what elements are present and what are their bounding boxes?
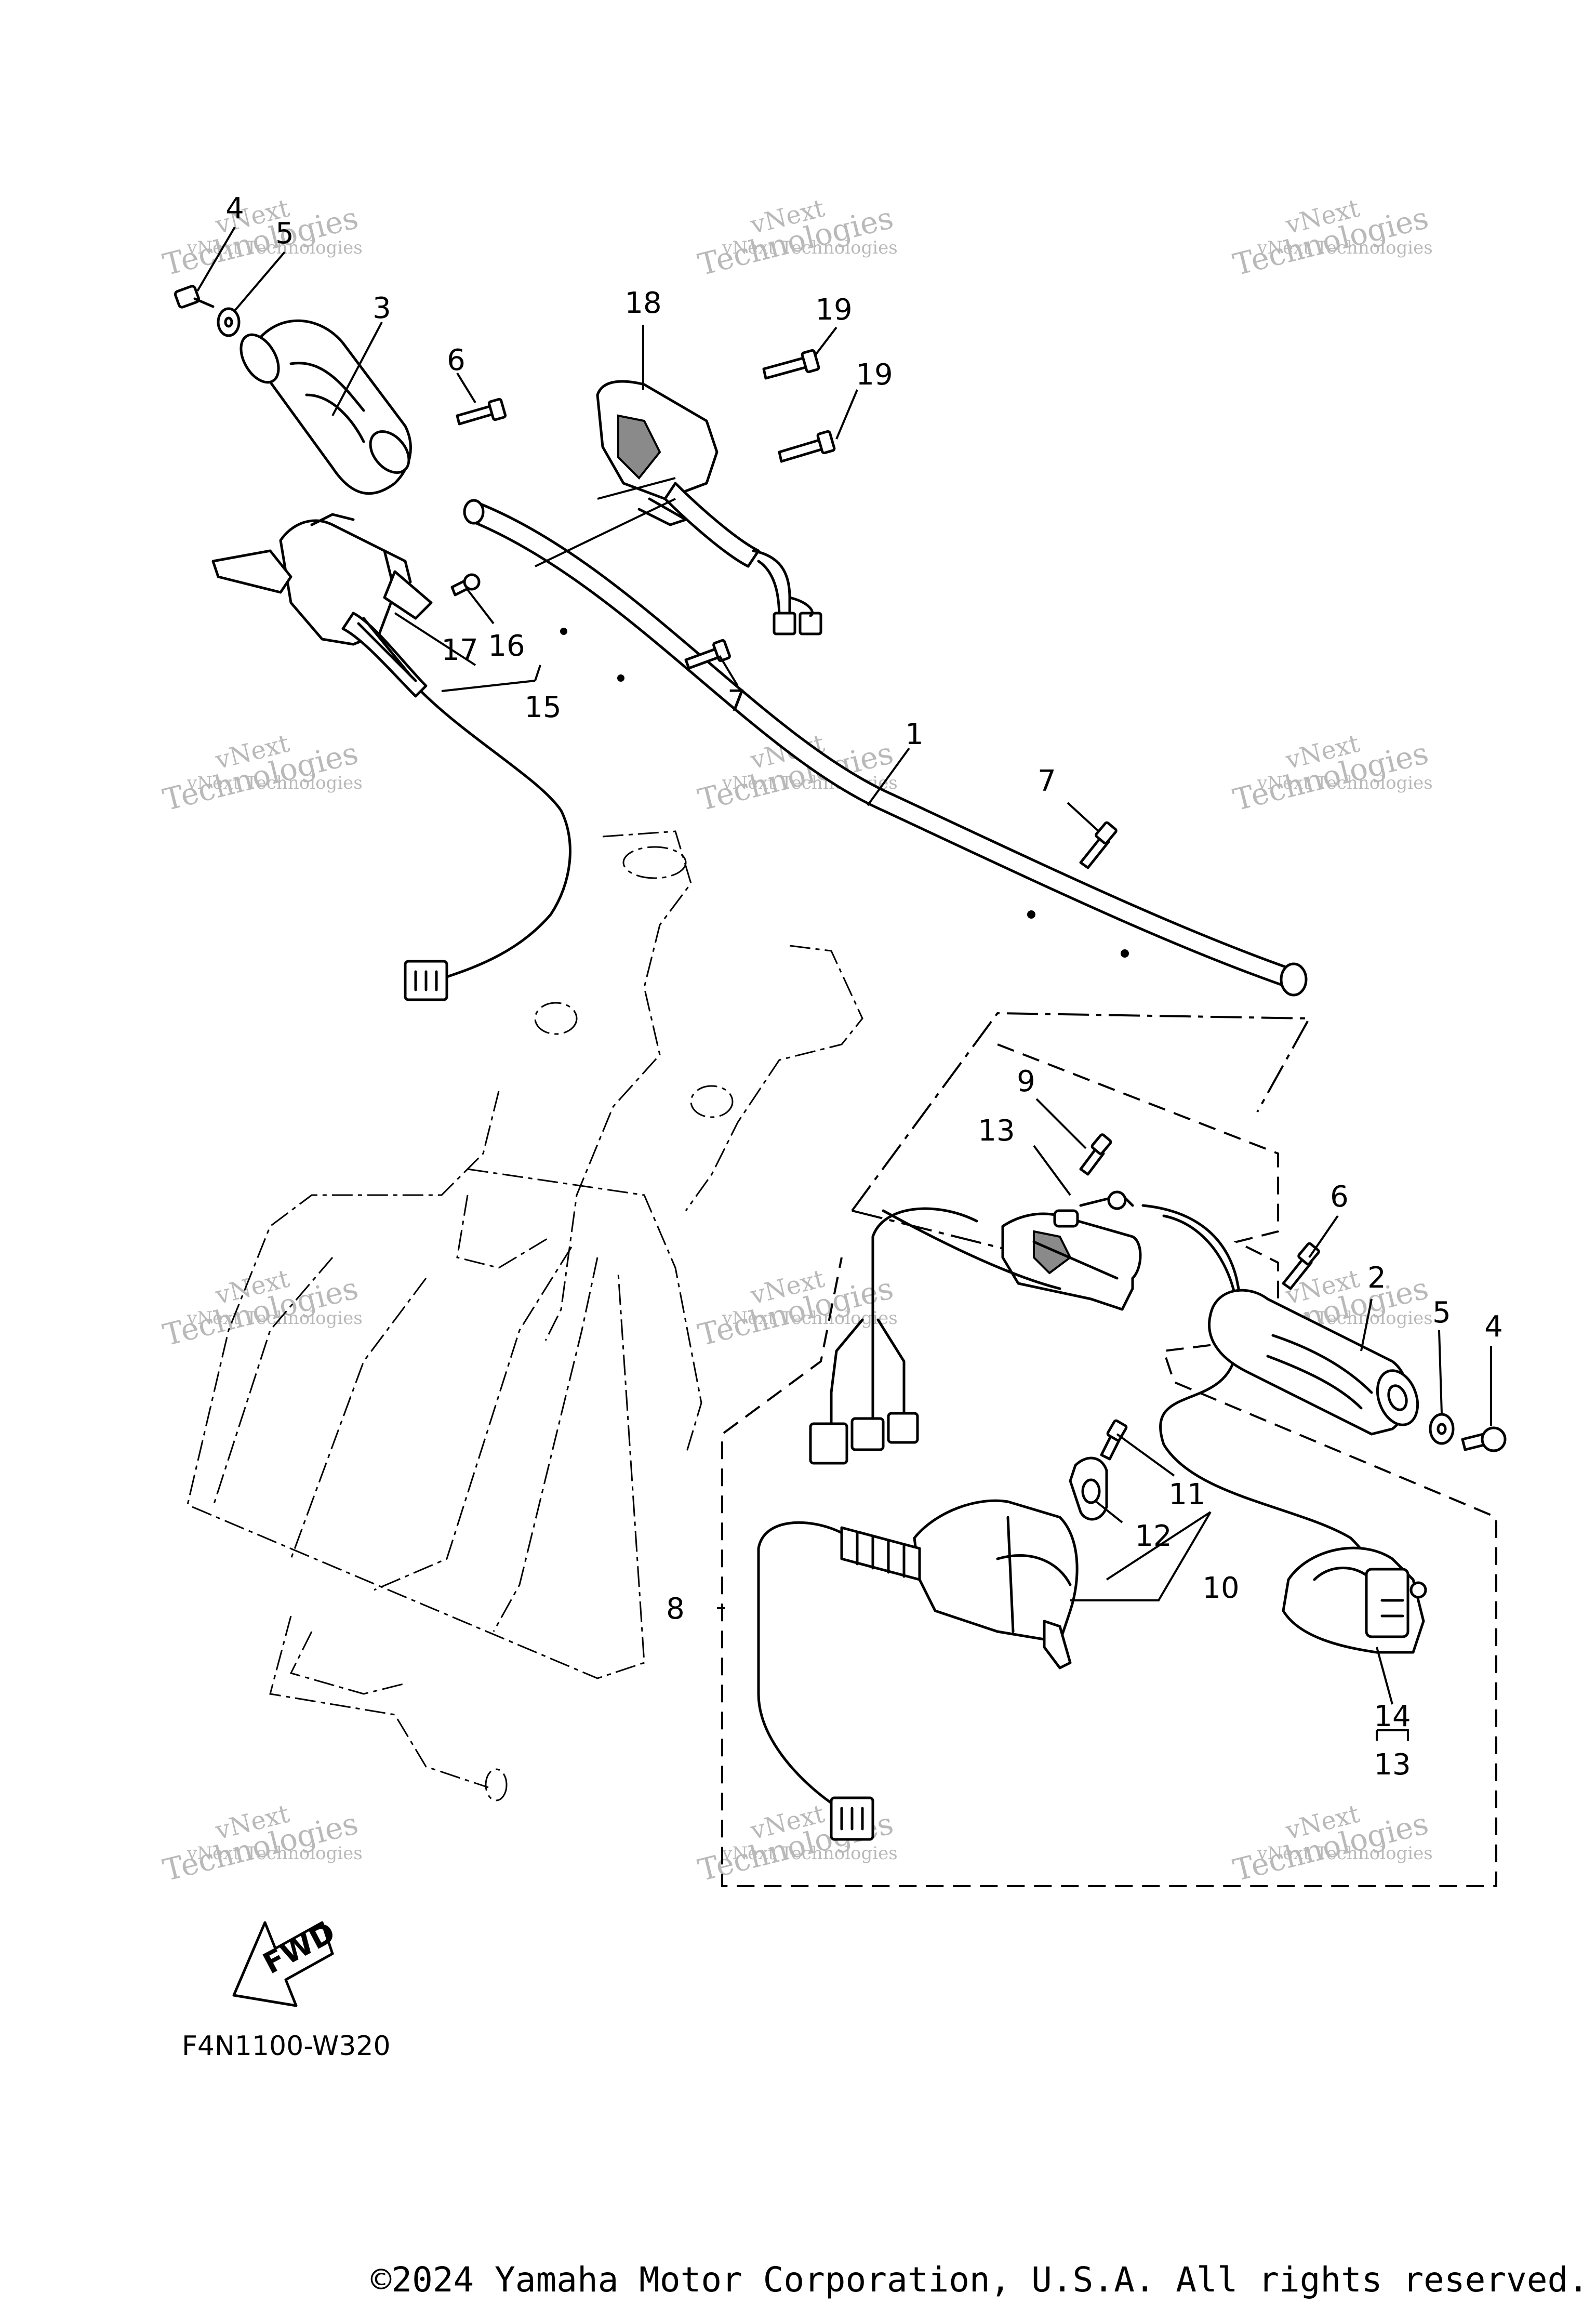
- handlebar: [463, 499, 1308, 997]
- callout-2: 2: [1367, 1261, 1386, 1295]
- right-grip: [1208, 1289, 1419, 1436]
- svg-text:vNext Technologies: vNext Technologies: [722, 1843, 898, 1864]
- watermark: vNext vNext Technologies Technologies: [695, 193, 898, 282]
- callout-3: 3: [373, 291, 391, 325]
- callout-1: 1: [905, 718, 924, 751]
- svg-text:vNext Technologies: vNext Technologies: [187, 773, 363, 793]
- throttle-lever-unit: [211, 513, 571, 1001]
- watermark: vNext vNext Technologies Technologies: [1230, 193, 1433, 282]
- callout-14: 14: [1374, 1700, 1411, 1733]
- svg-text:vNext Technologies: vNext Technologies: [1257, 773, 1433, 793]
- right-switch-assembly: [809, 1190, 1248, 1465]
- callout-19: 19: [856, 358, 893, 392]
- steering-column-ghost: [186, 830, 863, 1801]
- callout-13: 13: [1374, 1748, 1411, 1782]
- callout-19: 19: [815, 293, 852, 327]
- figure-code: F4N1100-W320: [182, 2031, 391, 2062]
- clamp-12: [1069, 1456, 1108, 1521]
- callout-11: 11: [1168, 1478, 1205, 1512]
- watermark: vNext vNext Technologies Technologies: [1230, 1799, 1433, 1888]
- callout-7: 7: [1038, 764, 1056, 798]
- callout-15: 15: [524, 691, 561, 724]
- callout-9: 9: [1017, 1065, 1035, 1098]
- screw-19-lower: [778, 430, 836, 463]
- screw-19-upper: [762, 349, 820, 380]
- screw-9: [1079, 1133, 1112, 1176]
- watermark: vNext vNext Technologies Technologies: [159, 1264, 363, 1353]
- bolt-6-right: [1282, 1242, 1320, 1290]
- svg-text:vNext Technologies: vNext Technologies: [187, 1843, 363, 1864]
- callout-5: 5: [1432, 1296, 1451, 1330]
- bolt-7-right: [1079, 821, 1118, 869]
- watermark: vNext vNext Technologies Technologies: [159, 728, 363, 817]
- bolt-6-left: [456, 397, 507, 426]
- fwd-arrow: FWD: [232, 1915, 341, 2007]
- left-switch-control: [757, 1499, 1079, 1841]
- callout-6: 6: [1330, 1180, 1349, 1214]
- svg-text:vNext Technologies: vNext Technologies: [722, 1308, 898, 1329]
- screw-4-right: [1461, 1426, 1507, 1452]
- copyright-notice: ©2024 Yamaha Motor Corporation, U.S.A. A…: [370, 2260, 1589, 2300]
- callout-5: 5: [275, 217, 294, 250]
- washer-5-right: [1429, 1413, 1455, 1445]
- watermark: vNext vNext Technologies Technologies: [159, 1799, 363, 1888]
- svg-text:vNext Technologies: vNext Technologies: [1257, 1843, 1433, 1864]
- lanyard: [1282, 1546, 1427, 1654]
- bolt-11: [1100, 1419, 1128, 1461]
- callout-17: 17: [441, 633, 478, 667]
- callout-labels: 4 5 3 6 18 19 19 16 17 15 7 1 7 9 13 6 2…: [225, 192, 1503, 1782]
- washer-5-left: [217, 307, 241, 337]
- bolt-7-upper: [684, 639, 731, 670]
- leader-lines: [196, 226, 1492, 1741]
- watermark: vNext vNext Technologies Technologies: [695, 1264, 898, 1353]
- callout-8: 8: [666, 1592, 685, 1626]
- callout-6: 6: [447, 343, 466, 377]
- group-outlines: [721, 1012, 1497, 1887]
- callout-12: 12: [1135, 1519, 1172, 1553]
- bolt-16: [450, 573, 481, 597]
- callout-7: 7: [727, 684, 746, 718]
- svg-text:vNext Technologies: vNext Technologies: [187, 237, 363, 258]
- callout-4: 4: [1484, 1310, 1503, 1344]
- svg-text:vNext Technologies: vNext Technologies: [722, 237, 898, 258]
- screw-4-left: [174, 285, 215, 309]
- callout-10: 10: [1202, 1571, 1239, 1605]
- watermark: vNext vNext Technologies Technologies: [159, 193, 363, 282]
- switch-housing: [596, 380, 822, 635]
- callout-18: 18: [624, 286, 661, 320]
- callout-4: 4: [225, 192, 244, 226]
- left-grip: [240, 319, 412, 495]
- callout-13: 13: [978, 1114, 1015, 1148]
- callout-16: 16: [488, 629, 525, 663]
- svg-text:vNext Technologies: vNext Technologies: [1257, 237, 1433, 258]
- watermark: vNext vNext Technologies Technologies: [1230, 728, 1433, 817]
